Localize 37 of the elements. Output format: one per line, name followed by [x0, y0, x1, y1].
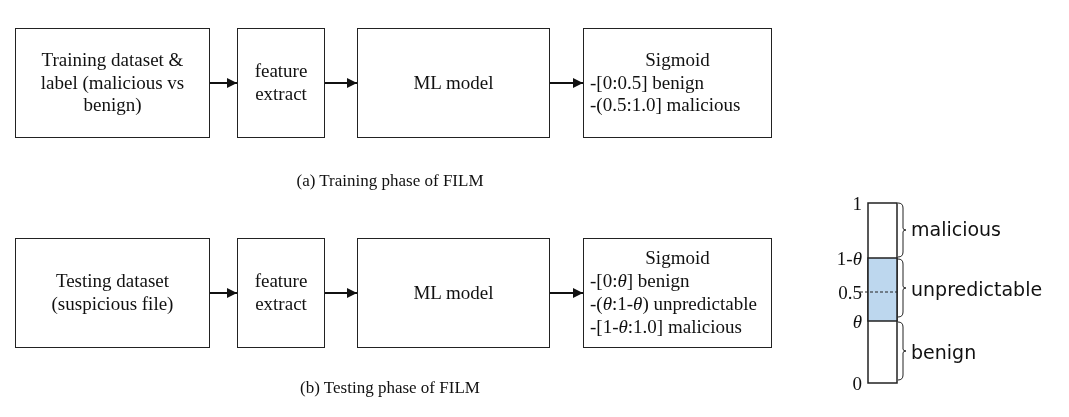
box-heading: Sigmoid [645, 48, 710, 72]
arrow [549, 78, 584, 88]
tick-label: 0 [852, 374, 862, 393]
range-item: -(0.5:1.0] malicious [590, 94, 741, 118]
box-label: Testing dataset (suspicious file) [50, 270, 175, 316]
box-heading: Sigmoid [645, 247, 710, 271]
process-box [583, 28, 772, 138]
arrow [209, 288, 238, 298]
process-box [15, 28, 210, 138]
box-label: ML model [413, 71, 494, 95]
arrow [549, 288, 584, 298]
arrow [324, 78, 358, 88]
range-label: unpredictable [911, 280, 1043, 299]
box-label: feature extract [253, 270, 309, 316]
process-box [237, 28, 325, 138]
process-box [357, 238, 550, 348]
arrow [324, 288, 358, 298]
tick-label: θ [852, 312, 862, 331]
caption: (a) Training phase of FILM [296, 172, 484, 189]
box-label: feature extract [253, 60, 309, 106]
range-item: -[1-θ:1.0] malicious [590, 315, 742, 339]
range-item: -[0:θ] benign [590, 270, 690, 293]
tick-label: 0.5 [838, 283, 862, 302]
tick-label: 1 [852, 194, 862, 213]
process-box [15, 238, 210, 348]
tick-label: 1-θ [836, 249, 862, 268]
range-label: malicious [911, 220, 1001, 239]
range-item: -[0:0.5] benign [590, 71, 704, 95]
process-box [357, 28, 550, 138]
range-item: -(θ:1-θ) unpredictable [590, 293, 757, 316]
process-box [237, 238, 325, 348]
box-label: ML model [413, 281, 494, 305]
range-label: benign [911, 343, 977, 362]
box-label: Training dataset & label (malicious vs benign) [39, 48, 186, 118]
process-box [583, 238, 772, 348]
caption: (b) Testing phase of FILM [300, 379, 480, 396]
arrow [209, 78, 238, 88]
